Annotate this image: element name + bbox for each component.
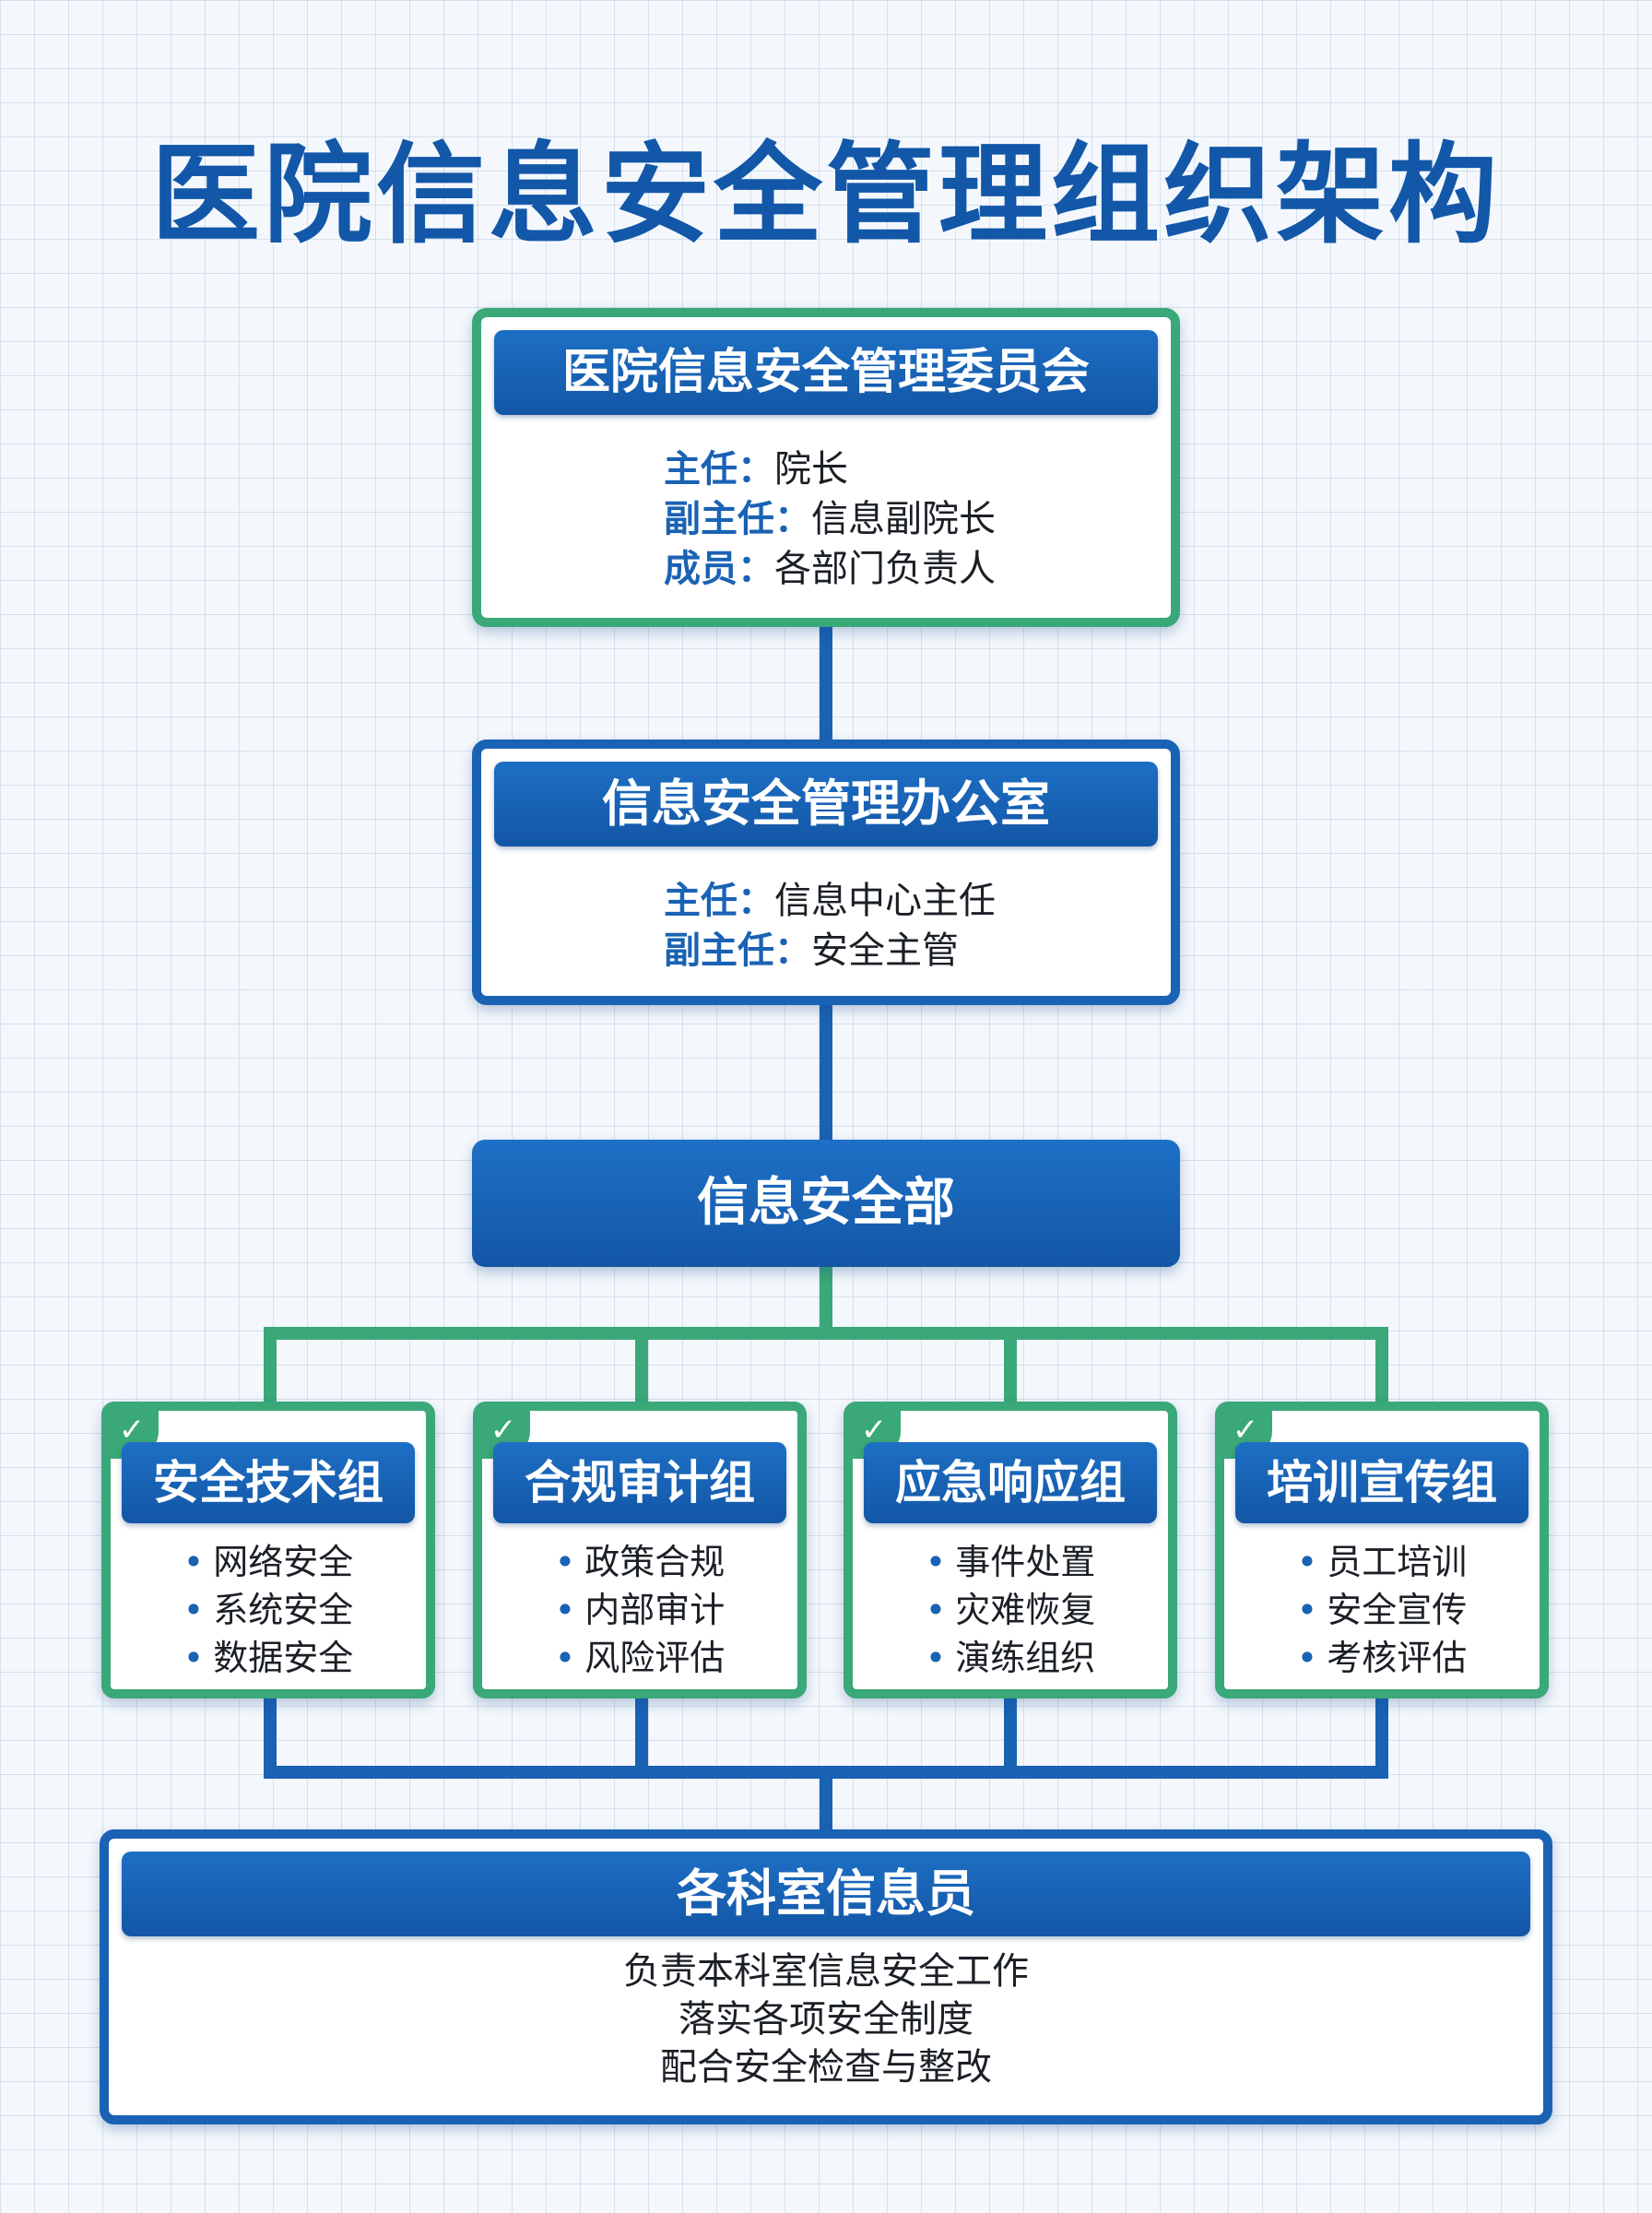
item-text: 考核评估 [1327, 1638, 1468, 1678]
list-item: •演练组织 [853, 1634, 1168, 1682]
bullet-icon: • [1296, 1638, 1318, 1678]
bullet-icon: • [925, 1590, 947, 1630]
item-text: 数据安全 [213, 1638, 354, 1678]
bullet-icon: • [183, 1542, 205, 1582]
committee-row-deputy: 副主任：信息副院长 [664, 494, 996, 544]
bullet-icon: • [925, 1542, 947, 1582]
office-info: 主任：信息中心主任 副主任：安全主管 [664, 876, 996, 976]
item-text: 安全宣传 [1327, 1590, 1468, 1630]
group-title: 安全技术组 [122, 1442, 415, 1523]
list-item: •事件处置 [853, 1538, 1168, 1586]
committee-info: 主任：院长 副主任：信息副院长 成员：各部门负责人 [664, 444, 996, 594]
bullet-icon: • [554, 1638, 576, 1678]
item-text: 事件处置 [955, 1542, 1096, 1582]
row-label: 主任： [664, 448, 774, 491]
group-card-training: ✓ 培训宣传组 •员工培训 •安全宣传 •考核评估 [1215, 1402, 1549, 1698]
bullet-icon: • [1296, 1542, 1318, 1582]
staff-duties: 负责本科室信息安全工作 落实各项安全制度 配合安全检查与整改 [109, 1947, 1543, 2091]
list-item: •内部审计 [482, 1586, 797, 1634]
bullet-icon: • [554, 1542, 576, 1582]
duty-line: 负责本科室信息安全工作 [623, 1950, 1029, 1993]
list-item: •政策合规 [482, 1538, 797, 1586]
group-card-audit: ✓ 合规审计组 •政策合规 •内部审计 •风险评估 [473, 1402, 807, 1698]
list-item: •网络安全 [111, 1538, 426, 1586]
group-items: •网络安全 •系统安全 •数据安全 [111, 1538, 426, 1682]
bullet-icon: • [183, 1638, 205, 1678]
group-card-emergency: ✓ 应急响应组 •事件处置 •灾难恢复 •演练组织 [844, 1402, 1177, 1698]
committee-title: 医院信息安全管理委员会 [494, 330, 1158, 415]
row-value: 信息副院长 [811, 498, 996, 540]
list-item: •风险评估 [482, 1634, 797, 1682]
office-row-deputy: 副主任：安全主管 [664, 926, 996, 976]
item-text: 灾难恢复 [955, 1590, 1096, 1630]
group-card-tech: ✓ 安全技术组 •网络安全 •系统安全 •数据安全 [101, 1402, 435, 1698]
group-items: •员工培训 •安全宣传 •考核评估 [1224, 1538, 1540, 1682]
group-items: •事件处置 •灾难恢复 •演练组织 [853, 1538, 1168, 1682]
committee-row-director: 主任：院长 [664, 444, 996, 494]
item-text: 政策合规 [584, 1542, 726, 1582]
row-label: 成员： [664, 548, 774, 590]
staff-title: 各科室信息员 [122, 1852, 1530, 1936]
bullet-icon: • [1296, 1590, 1318, 1630]
office-box: 信息安全管理办公室 主任：信息中心主任 副主任：安全主管 [472, 740, 1180, 1005]
list-item: •员工培训 [1224, 1538, 1540, 1586]
list-item: •系统安全 [111, 1586, 426, 1634]
row-label: 主任： [664, 880, 774, 922]
row-value: 院长 [774, 448, 848, 491]
department-box: 信息安全部 [472, 1140, 1180, 1267]
group-title: 培训宣传组 [1235, 1442, 1528, 1523]
item-text: 网络安全 [213, 1542, 354, 1582]
item-text: 系统安全 [213, 1590, 354, 1630]
row-value: 信息中心主任 [774, 880, 996, 922]
item-text: 员工培训 [1327, 1542, 1468, 1582]
item-text: 风险评估 [584, 1638, 726, 1678]
bullet-icon: • [183, 1590, 205, 1630]
committee-row-members: 成员：各部门负责人 [664, 544, 996, 594]
list-item: •安全宣传 [1224, 1586, 1540, 1634]
group-title: 应急响应组 [864, 1442, 1157, 1523]
duty-line: 落实各项安全制度 [678, 1998, 974, 2041]
committee-box: 医院信息安全管理委员会 主任：院长 副主任：信息副院长 成员：各部门负责人 [472, 308, 1180, 627]
list-item: •考核评估 [1224, 1634, 1540, 1682]
row-value: 安全主管 [811, 929, 959, 972]
bullet-icon: • [925, 1638, 947, 1678]
office-row-director: 主任：信息中心主任 [664, 876, 996, 926]
duty-line: 配合安全检查与整改 [660, 2046, 992, 2089]
list-item: •数据安全 [111, 1634, 426, 1682]
item-text: 内部审计 [584, 1590, 726, 1630]
page-title: 医院信息安全管理组织架构 [150, 131, 1501, 258]
group-title: 合规审计组 [493, 1442, 786, 1523]
bullet-icon: • [554, 1590, 576, 1630]
row-label: 副主任： [664, 929, 811, 972]
office-title: 信息安全管理办公室 [494, 762, 1158, 846]
list-item: •灾难恢复 [853, 1586, 1168, 1634]
group-items: •政策合规 •内部审计 •风险评估 [482, 1538, 797, 1682]
row-label: 副主任： [664, 498, 811, 540]
staff-box: 各科室信息员 负责本科室信息安全工作 落实各项安全制度 配合安全检查与整改 [100, 1829, 1552, 2124]
row-value: 各部门负责人 [774, 548, 996, 590]
item-text: 演练组织 [955, 1638, 1096, 1678]
